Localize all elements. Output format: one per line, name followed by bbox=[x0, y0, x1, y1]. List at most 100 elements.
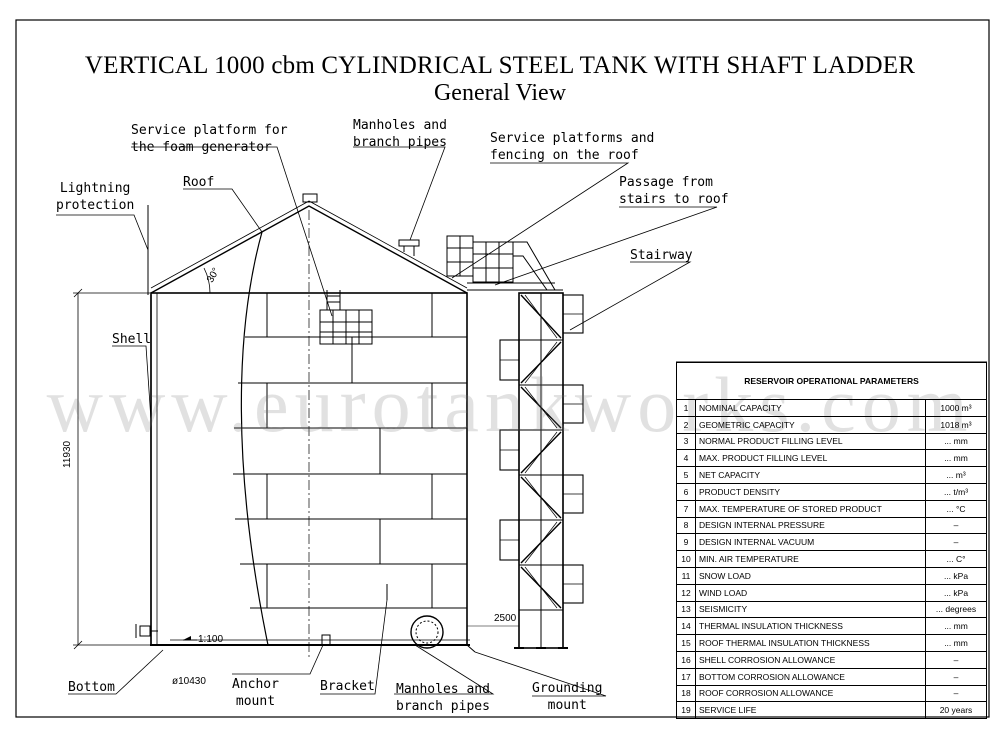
plate-courses bbox=[233, 293, 467, 609]
param-name: NOMINAL CAPACITY bbox=[695, 399, 926, 417]
param-name: ROOF THERMAL INSULATION THICKNESS bbox=[695, 634, 926, 652]
param-value: ... t/m³ bbox=[925, 482, 987, 501]
label-shell: Shell bbox=[112, 332, 152, 347]
params-table-title: RESERVOIR OPERATIONAL PARAMETERS bbox=[676, 362, 987, 400]
param-value: ... C° bbox=[925, 550, 987, 568]
param-value: – bbox=[925, 667, 987, 686]
param-value: ... mm bbox=[925, 432, 987, 451]
param-value: ... °C bbox=[925, 499, 987, 518]
param-number: 15 bbox=[676, 634, 696, 652]
param-number: 12 bbox=[676, 583, 696, 602]
label-roof: Roof bbox=[183, 175, 215, 190]
param-name: SEISMICITY bbox=[695, 600, 926, 619]
param-name: MAX. TEMPERATURE OF STORED PRODUCT bbox=[695, 499, 926, 518]
param-name: MIN. AIR TEMPERATURE bbox=[695, 550, 926, 568]
stair-flights bbox=[519, 294, 563, 611]
param-name: SERVICE LIFE bbox=[695, 701, 926, 720]
param-value: ... kPa bbox=[925, 583, 987, 602]
param-value: ... mm bbox=[925, 617, 987, 636]
label-stairway: Stairway bbox=[630, 248, 693, 263]
param-name: NET CAPACITY bbox=[695, 466, 926, 484]
param-number: 14 bbox=[676, 617, 696, 636]
param-number: 1 bbox=[676, 399, 696, 417]
param-number: 16 bbox=[676, 650, 696, 669]
param-number: 8 bbox=[676, 516, 696, 535]
table-row: 17 BOTTOM CORROSION ALLOWANCE– bbox=[676, 667, 987, 686]
param-number: 11 bbox=[676, 566, 696, 585]
param-name: THERMAL INSULATION THICKNESS bbox=[695, 617, 926, 636]
stair-platforms bbox=[499, 294, 584, 649]
roof-passage bbox=[446, 235, 563, 291]
table-row: 9 DESIGN INTERNAL VACUUM– bbox=[676, 533, 987, 552]
dim-slope: 1:100 bbox=[198, 634, 224, 645]
param-value: ... degrees bbox=[925, 600, 987, 619]
param-name: NORMAL PRODUCT FILLING LEVEL bbox=[695, 432, 926, 451]
param-number: 5 bbox=[676, 466, 696, 484]
param-value: – bbox=[925, 684, 987, 703]
param-value: – bbox=[925, 533, 987, 552]
cutaway-line bbox=[240, 231, 269, 646]
height-dimension bbox=[73, 288, 150, 650]
param-name: MAX. PRODUCT FILLING LEVEL bbox=[695, 449, 926, 468]
param-name: PRODUCT DENSITY bbox=[695, 482, 926, 501]
param-value: 1018 m³ bbox=[925, 415, 987, 434]
param-number: 3 bbox=[676, 432, 696, 451]
param-name: DESIGN INTERNAL PRESSURE bbox=[695, 516, 926, 535]
stair-flight bbox=[524, 476, 558, 519]
param-number: 19 bbox=[676, 701, 696, 720]
param-value: ... mm bbox=[925, 449, 987, 468]
param-value: – bbox=[925, 516, 987, 535]
param-name: GEOMETRIC CAPACITY bbox=[695, 415, 926, 434]
stair-flight bbox=[524, 294, 558, 339]
bottom-manhole bbox=[410, 615, 444, 649]
param-value: ... kPa bbox=[925, 566, 987, 585]
stair-flight bbox=[524, 521, 558, 564]
param-number: 17 bbox=[676, 667, 696, 686]
param-name: SNOW LOAD bbox=[695, 566, 926, 585]
param-number: 4 bbox=[676, 449, 696, 468]
dim-height: 11930 bbox=[62, 440, 73, 468]
param-value: ... mm bbox=[925, 634, 987, 652]
foam-platform bbox=[319, 290, 373, 345]
param-value: 1000 m³ bbox=[925, 399, 987, 417]
param-name: DESIGN INTERNAL VACUUM bbox=[695, 533, 926, 552]
tank-roof bbox=[150, 205, 468, 294]
stair-flight bbox=[524, 386, 558, 429]
param-name: BOTTOM CORROSION ALLOWANCE bbox=[695, 667, 926, 686]
param-name: ROOF CORROSION ALLOWANCE bbox=[695, 684, 926, 703]
param-name: SHELL CORROSION ALLOWANCE bbox=[695, 650, 926, 669]
param-number: 6 bbox=[676, 482, 696, 501]
param-name: WIND LOAD bbox=[695, 583, 926, 602]
label-bottom: Bottom bbox=[68, 680, 115, 695]
param-number: 18 bbox=[676, 684, 696, 703]
drawing-subtitle: General View bbox=[433, 80, 567, 106]
param-number: 7 bbox=[676, 499, 696, 518]
param-number: 2 bbox=[676, 415, 696, 434]
stair-flight bbox=[524, 431, 558, 474]
drawing-title: VERTICAL 1000 cbm CYLINDRICAL STEEL TANK… bbox=[84, 52, 916, 79]
